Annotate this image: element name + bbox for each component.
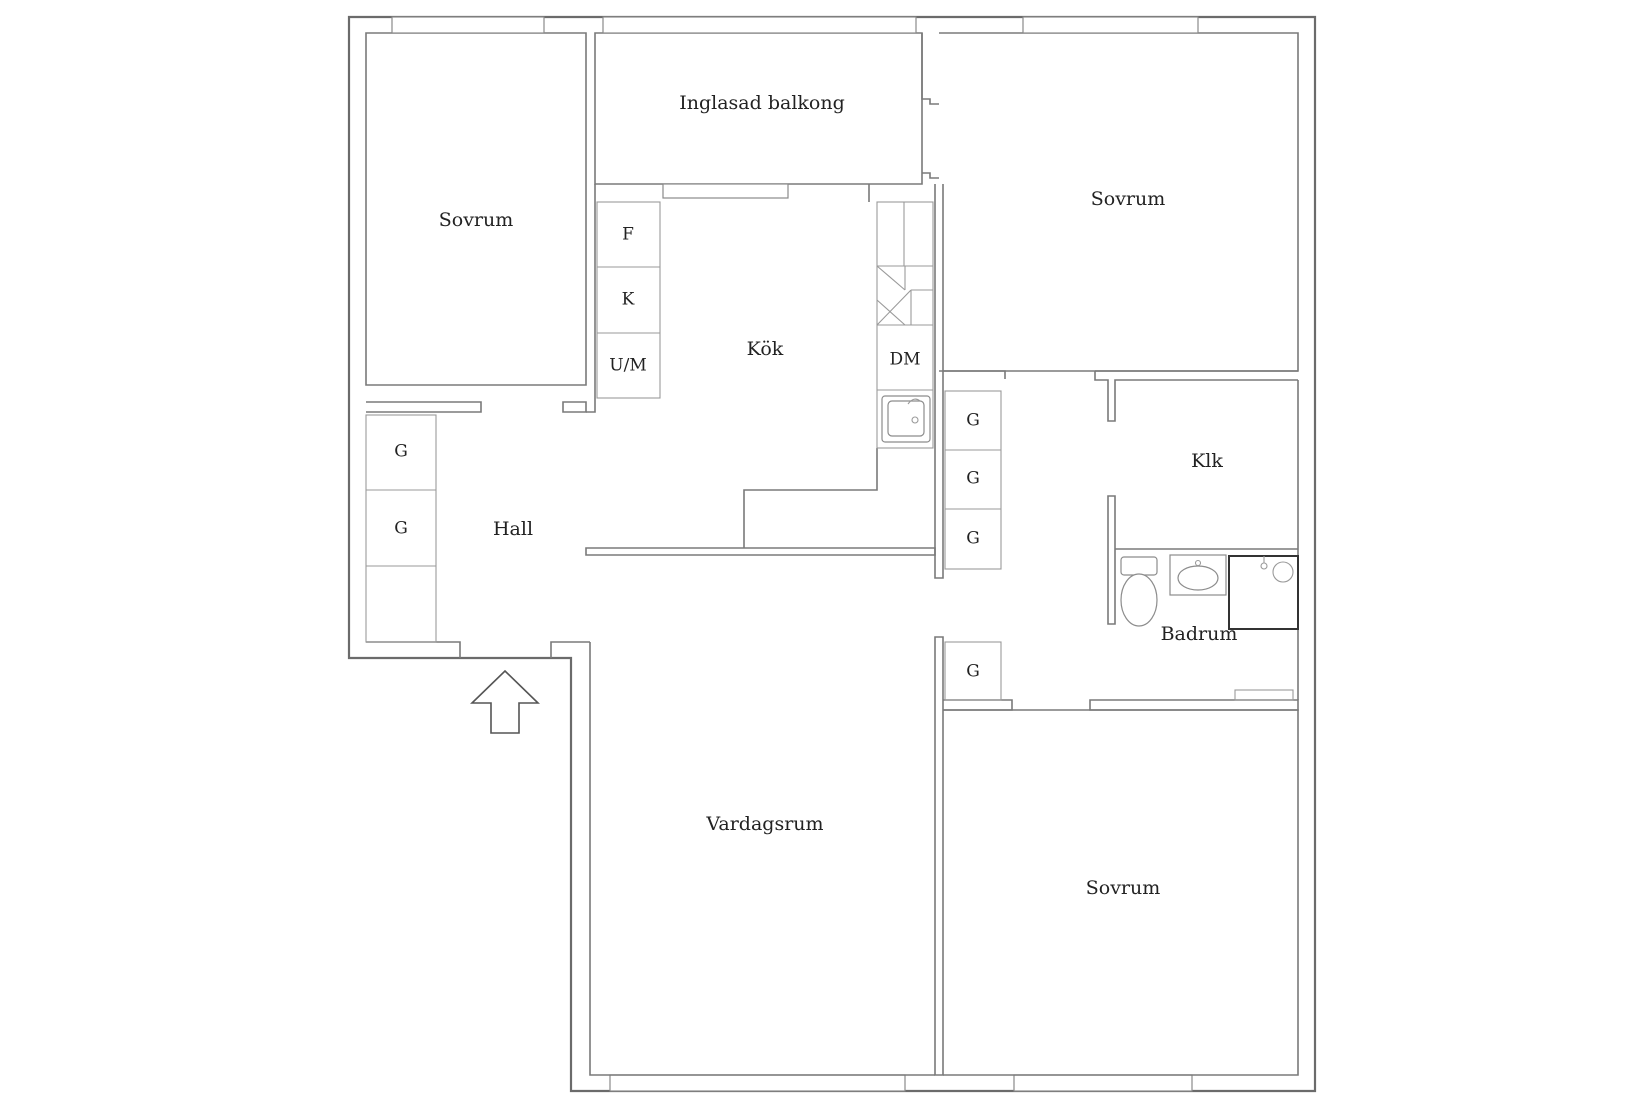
stove-icon	[876, 265, 933, 326]
wardrobe-label: G	[966, 662, 980, 682]
room-label-balcony: Inglasad balkong	[679, 92, 845, 114]
wardrobe-label: G	[394, 442, 408, 462]
washbasin-icon	[1169, 554, 1227, 596]
room-label-living-room: Vardagsrum	[705, 813, 823, 835]
kitchen-cabinets-right: DM	[868, 184, 934, 449]
entrance-arrow-icon	[470, 669, 540, 734]
room-labels: Inglasad balkong Sovrum Sovrum Kök Hall …	[439, 92, 1238, 899]
kitchen-cabinets-left: F K U/M	[596, 201, 661, 399]
interior-walls	[366, 33, 1299, 1076]
room-label-bedroom: Sovrum	[439, 209, 514, 231]
window	[1013, 1074, 1193, 1092]
shower-icon	[1228, 555, 1299, 630]
room-label-hall: Hall	[493, 518, 533, 540]
freezer-label: K	[622, 290, 635, 310]
bathroom-fixtures	[1120, 554, 1299, 630]
hall-wardrobe-block	[365, 414, 437, 643]
room-label-kitchen: Kök	[747, 338, 784, 360]
window	[662, 183, 789, 199]
wardrobe-label: G	[394, 519, 408, 539]
window	[391, 16, 545, 34]
outer-walls	[347, 15, 1317, 1093]
sink-icon	[881, 395, 931, 443]
oven-microwave-label: U/M	[609, 356, 646, 376]
dishwasher-label: DM	[889, 350, 920, 370]
fridge-label: F	[622, 225, 634, 245]
wardrobe-label: G	[966, 469, 980, 489]
room-label-bedroom: Sovrum	[1091, 188, 1166, 210]
wardrobe-label: G	[966, 529, 980, 549]
toilet-icon	[1120, 556, 1158, 627]
wardrobe-label: G	[966, 411, 980, 431]
corridor-wardrobes: G G G G	[944, 390, 1002, 701]
window	[609, 1074, 906, 1092]
room-label-bathroom: Badrum	[1161, 623, 1238, 645]
windows	[391, 16, 1199, 1092]
hall-wardrobes: G G	[365, 414, 437, 643]
room-label-bedroom: Sovrum	[1086, 877, 1161, 899]
room-label-walk-in-closet: Klk	[1191, 450, 1223, 472]
window	[1022, 16, 1199, 34]
window	[602, 16, 917, 34]
